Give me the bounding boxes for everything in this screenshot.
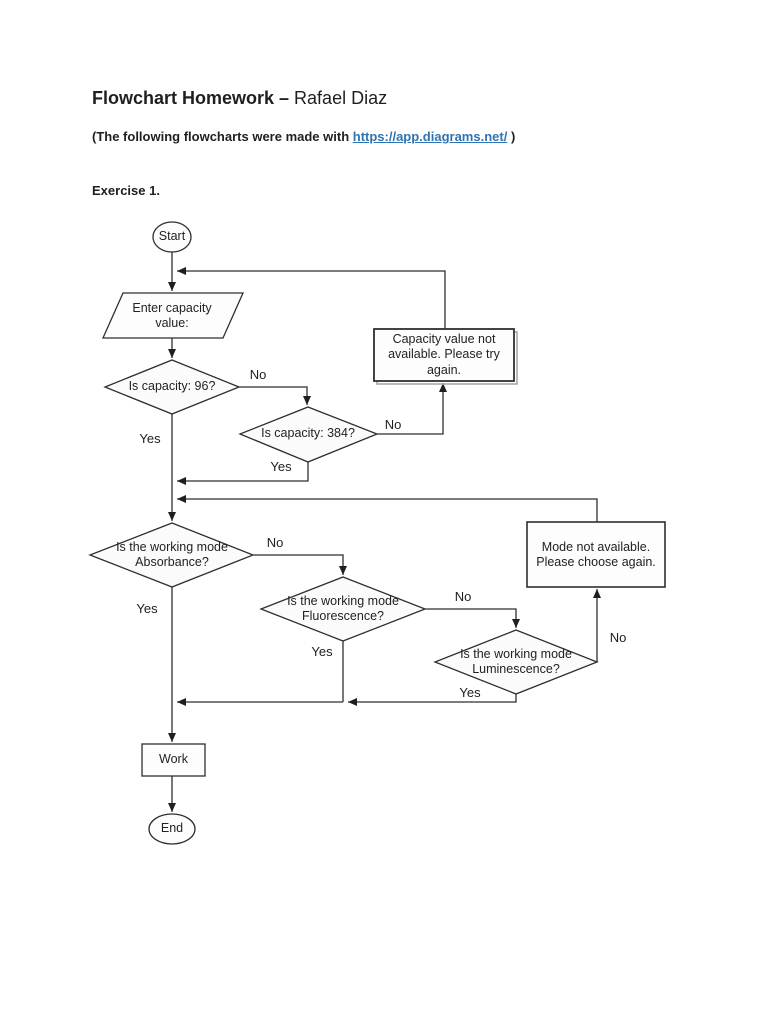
page-title-bold: Flowchart Homework – [92, 88, 290, 108]
made-with-prefix: (The following flowcharts were made with [92, 129, 353, 144]
made-with-suffix: ) [507, 129, 516, 144]
made-with-line: (The following flowcharts were made with… [92, 129, 515, 144]
end-node-shape [148, 813, 196, 845]
edge-capacity384-no [377, 383, 447, 435]
capacity96-decision-shape [103, 359, 241, 415]
absorbance-decision-shape [88, 522, 255, 588]
mode-unavailable-box [526, 521, 666, 588]
page-title-author: Rafael Diaz [289, 88, 388, 108]
edge-mode-feedback [177, 495, 598, 522]
start-node-shape [152, 221, 192, 253]
input-node-shape [101, 292, 245, 339]
fluorescence-decision-shape [259, 576, 427, 642]
page-title: Flowchart Homework – Rafael Diaz [92, 88, 387, 109]
capacity384-decision-shape [238, 406, 379, 463]
edge-capacity384-yes [177, 462, 309, 485]
edge-luminescence-yes [348, 694, 517, 706]
edge-absorbance-no [253, 554, 347, 575]
flowchart-exercise-1: Start Enter capacity value: Is capacity:… [0, 210, 768, 890]
work-node-shape [141, 743, 206, 777]
edge-capacity96-no [239, 386, 311, 405]
luminescence-decision-shape [433, 629, 599, 695]
edge-retry-feedback [177, 267, 446, 329]
diagrams-net-link[interactable]: https://app.diagrams.net/ [352, 129, 508, 144]
capacity-unavailable-box [373, 328, 515, 382]
exercise-label: Exercise 1. [92, 183, 160, 198]
flowchart-canvas [88, 221, 666, 845]
edge-fluorescence-no [425, 608, 520, 628]
